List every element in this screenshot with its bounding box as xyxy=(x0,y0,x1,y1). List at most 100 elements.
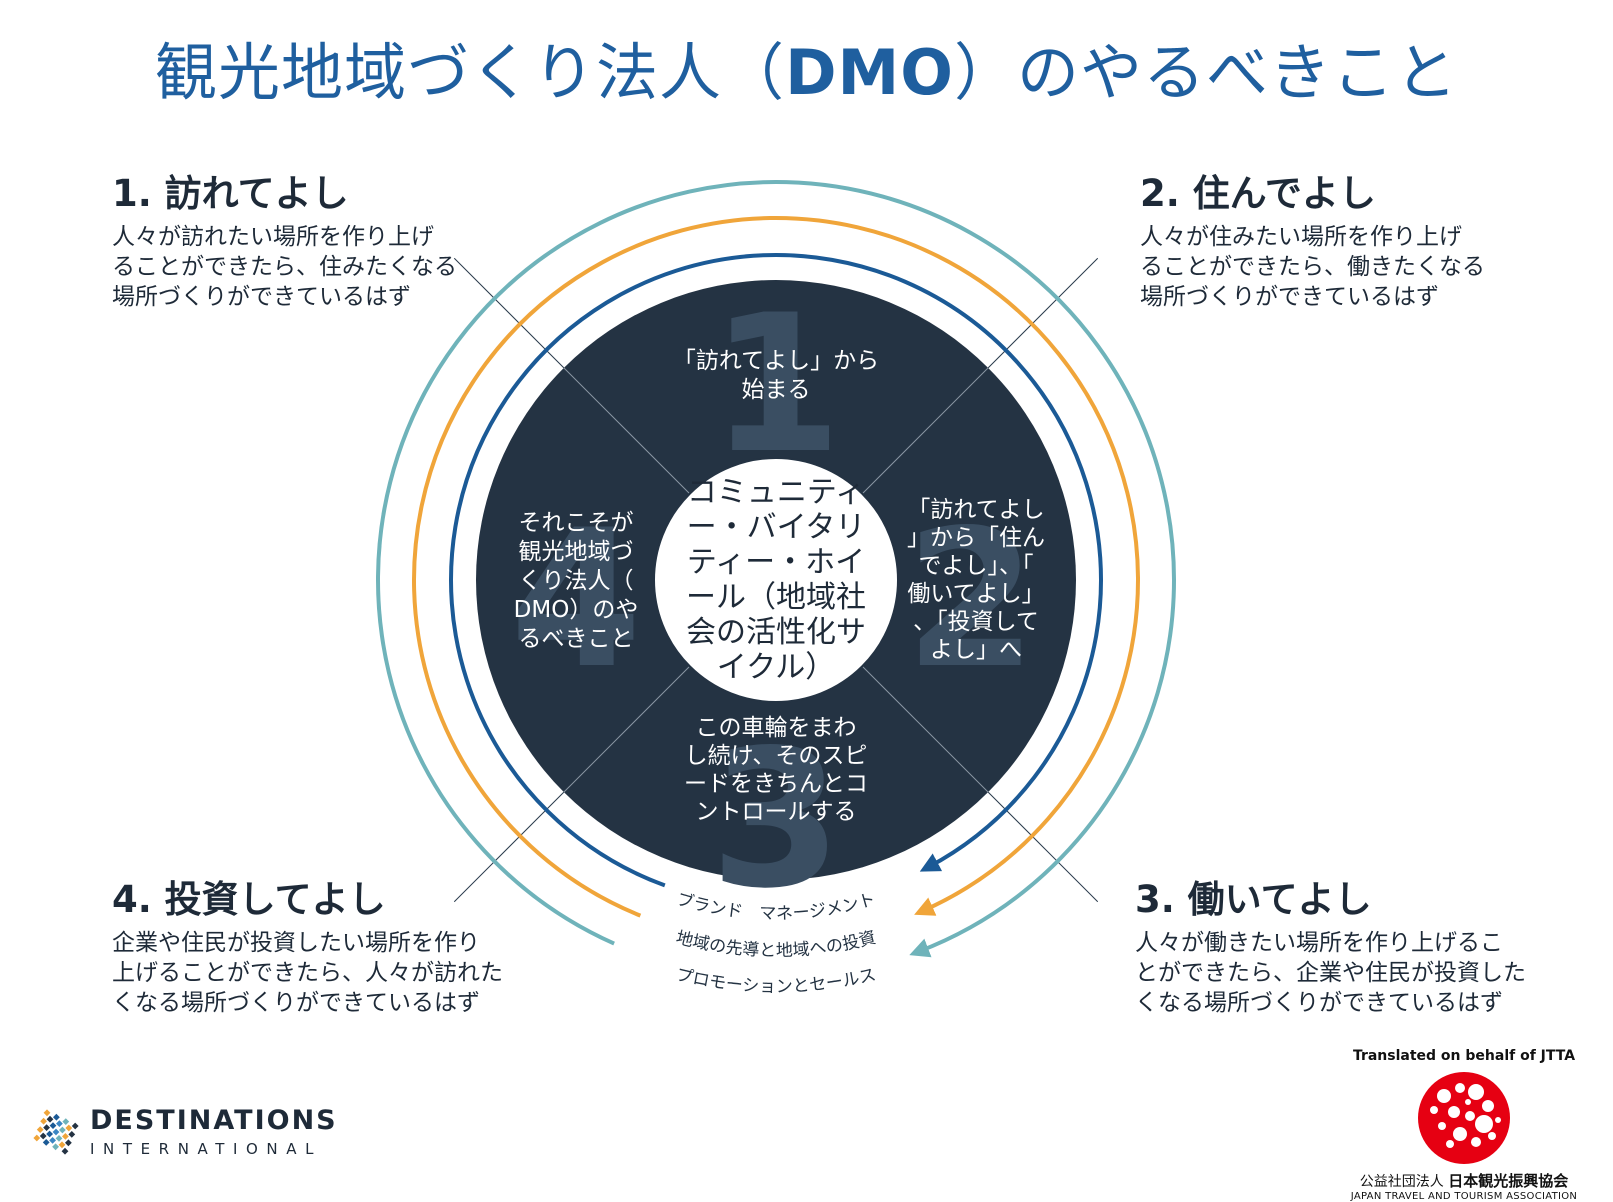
di-dot xyxy=(65,1124,73,1132)
hub-text-line: ティー・ホイ xyxy=(687,545,865,580)
page-title: 観光地域づくり法人（DMO）のやるべきこと xyxy=(0,22,1613,112)
jtta-jp-name: 公益社団法人 日本観光振興協会 xyxy=(1329,1170,1599,1191)
segment-text-line: ントロールする xyxy=(696,799,857,825)
di-dot xyxy=(62,1133,69,1140)
di-dot xyxy=(56,1120,63,1127)
inner-divider-sw xyxy=(563,665,691,793)
jtta-mark-icon xyxy=(1418,1072,1510,1164)
wheel-hub xyxy=(653,457,899,703)
quadrant-4-heading: 4. 投資してよし xyxy=(112,878,386,921)
inner-divider-lines xyxy=(563,367,989,793)
segment-text-line: くり法人（ xyxy=(519,568,634,594)
desc-line: 場所づくりができているはず xyxy=(112,284,411,310)
desc-line: とができたら、企業や住民が投資した xyxy=(1135,960,1526,986)
di-dot xyxy=(42,1139,50,1146)
desc-line: 人々が訪れたい場所を作り上げ xyxy=(112,224,434,250)
jtta-white-dot xyxy=(1437,1089,1451,1103)
jtta-white-dot xyxy=(1455,1083,1465,1093)
quadrant-3: 3. 働いてよし 人々が働きたい場所を作り上げるこ とができたら、企業や住民が投… xyxy=(1135,878,1595,1018)
di-dot xyxy=(58,1141,66,1149)
desc-line: 場所づくりができているはず xyxy=(1140,284,1439,310)
jtta-white-dot xyxy=(1448,1106,1460,1118)
segment-text-line: 働いてよし」 xyxy=(907,581,1044,607)
jtta-logo: Translated on behalf of JTTA 公益社団法人 日本観光… xyxy=(1329,1048,1599,1202)
jtta-jp-main: 日本観光振興協会 xyxy=(1448,1172,1569,1190)
inner-divider-ne xyxy=(861,367,989,495)
segment-text-line: 観光地域づ xyxy=(519,539,634,565)
segment-2-number: 2 xyxy=(905,489,1037,710)
jtta-white-dot xyxy=(1488,1132,1496,1140)
segment-text-line: それこそが xyxy=(519,510,634,536)
di-dot xyxy=(36,1126,44,1133)
segment-text-line: るべきこと xyxy=(519,626,634,652)
di-dot xyxy=(43,1109,51,1117)
quadrant-2: 2. 住んでよし 人々が住みたい場所を作り上げ ることができたら、働きたくなる … xyxy=(1140,172,1560,312)
desc-line: 上げることができたら、人々が訪れた xyxy=(112,960,503,986)
title-post: ）のやるべきこと xyxy=(953,36,1458,109)
inner-divider-nw xyxy=(563,367,691,495)
hub-text-line: イクル） xyxy=(717,650,836,685)
segment-text-line: でよし」、「 xyxy=(919,553,1034,579)
quadrant-3-heading: 3. 働いてよし xyxy=(1135,878,1372,921)
title-bold: DMO xyxy=(785,36,954,109)
inner-divider-se xyxy=(861,665,989,793)
di-dot xyxy=(52,1128,60,1136)
di-dot xyxy=(40,1117,47,1125)
di-dot xyxy=(43,1124,50,1131)
quadrant-1: 1. 訪れてよし 人々が訪れたい場所を作り上げ ることができたら、住みたくなる … xyxy=(112,172,532,312)
segment-text-line: 、「投資して xyxy=(913,609,1039,635)
ring-leadership-investment xyxy=(412,216,1140,918)
di-dot xyxy=(33,1134,41,1142)
di-dot xyxy=(59,1126,66,1134)
di-dot xyxy=(68,1131,76,1138)
quadrant-3-description: 人々が働きたい場所を作り上げるこ とができたら、企業や住民が投資した くなる場所… xyxy=(1135,928,1595,1018)
ring-label-promotion-text: プロモーションとセールス xyxy=(674,965,878,997)
di-dot xyxy=(49,1137,56,1144)
desc-line: くなる場所づくりができているはず xyxy=(1135,990,1503,1016)
jtta-white-dot xyxy=(1446,1140,1454,1148)
segment-text-line: DMO）のや xyxy=(514,597,639,623)
segment-text-line: 始まる xyxy=(742,377,811,403)
di-logo-mark: DESTINATIONS INTERNATIONAL xyxy=(33,1105,336,1158)
desc-line: ることができたら、働きたくなる xyxy=(1140,254,1485,280)
segment-text-line: よし」へ xyxy=(930,637,1022,663)
title-pre: 観光地域づくり法人（ xyxy=(155,36,786,109)
quadrant-4-description: 企業や住民が投資したい場所を作り 上げることができたら、人々が訪れた くなる場所… xyxy=(112,928,552,1018)
hub-text-line: ー・バイタリ xyxy=(687,510,866,545)
jtta-white-dot xyxy=(1438,1122,1446,1130)
segment-text-line: 「訪れてよし」から xyxy=(673,348,879,374)
jtta-white-dot xyxy=(1430,1106,1438,1114)
segment-2-text: 「訪れてよし」から「住んでよし」、「働いてよし」、「投資してよし」へ xyxy=(907,497,1045,663)
hub-text-line: ール（地域社 xyxy=(686,580,866,615)
di-dots-icon xyxy=(33,1109,79,1155)
di-dot xyxy=(65,1139,72,1147)
jtta-white-dot xyxy=(1482,1100,1494,1112)
ring-promotion-sales xyxy=(376,180,1176,958)
quadrant-2-description: 人々が住みたい場所を作り上げ ることができたら、働きたくなる 場所づくりができて… xyxy=(1140,222,1560,312)
desc-line: 企業や住民が投資したい場所を作り xyxy=(112,930,480,956)
ring-label-investment-text: 地域の先導と地域への投資 xyxy=(674,928,878,961)
quadrant-1-description: 人々が訪れたい場所を作り上げ ることができたら、住みたくなる 場所づくりができて… xyxy=(112,222,532,312)
jtta-white-dot xyxy=(1495,1117,1501,1123)
di-dot xyxy=(61,1147,69,1155)
jtta-circle-icon xyxy=(1418,1072,1510,1164)
segment-3-number: 3 xyxy=(710,709,842,930)
destinations-international-logo: DESTINATIONS INTERNATIONAL xyxy=(28,1092,358,1172)
ring-label-investment: 地域の先導と地域への投資 xyxy=(674,928,878,961)
ring-label-promotion: プロモーションとセールス xyxy=(674,965,878,997)
jtta-jp-prefix: 公益社団法人 xyxy=(1359,1174,1444,1190)
di-dot xyxy=(49,1122,57,1129)
desc-line: 人々が働きたい場所を作り上げるこ xyxy=(1135,930,1503,956)
di-dot xyxy=(52,1143,59,1151)
jtta-white-dot xyxy=(1465,1111,1475,1121)
jtta-white-dot xyxy=(1468,1084,1484,1100)
segment-text-line: し続け、そのスピ xyxy=(685,743,868,769)
quadrant-4: 4. 投資してよし 企業や住民が投資したい場所を作り 上げることができたら、人々… xyxy=(112,878,552,1018)
jtta-translated: Translated on behalf of JTTA xyxy=(1352,1048,1576,1064)
segment-text-line: ードをきちんとコ xyxy=(684,771,868,797)
jtta-white-dot xyxy=(1465,1099,1471,1105)
